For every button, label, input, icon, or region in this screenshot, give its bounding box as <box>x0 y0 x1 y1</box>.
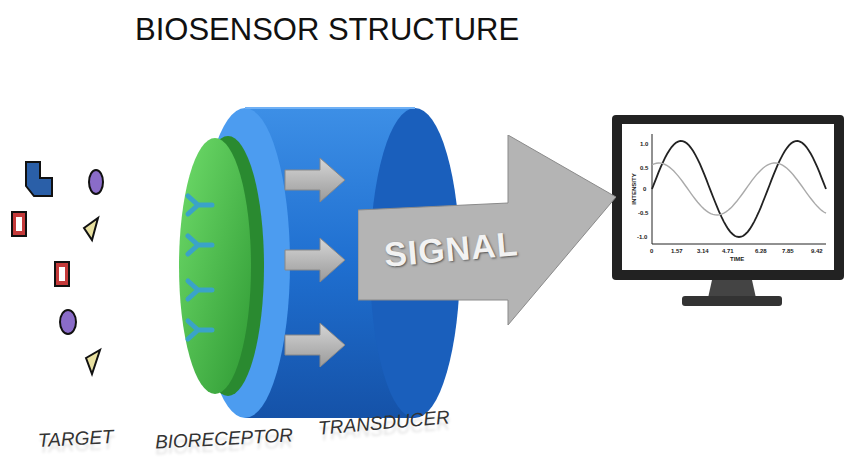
tick-label: 1.57 <box>671 248 683 254</box>
tick-label: 4.71 <box>722 248 734 254</box>
part-label: BIORECEPTOR <box>155 424 294 453</box>
tick-label: -0.5 <box>638 210 648 216</box>
tick-label: 0 <box>643 186 646 192</box>
tick-label: 1.0 <box>640 141 648 147</box>
tick-label: 7.85 <box>782 248 794 254</box>
tick-label: 3.14 <box>697 248 709 254</box>
axis-title: INTENSITY <box>631 173 637 204</box>
axis-title: TIME <box>730 256 744 262</box>
tick-label: 0.5 <box>640 165 648 171</box>
sine-curve <box>652 163 826 215</box>
signal-arrows <box>285 158 345 367</box>
tick-label: -1.0 <box>637 234 647 240</box>
diagram-title: BIOSENSOR STRUCTURE <box>135 12 519 48</box>
target-molecules <box>12 162 103 374</box>
bioreceptor-disc <box>179 136 264 396</box>
tick-label: 0 <box>650 248 653 254</box>
part-label: TARGET <box>37 426 114 452</box>
signal-arrow: SIGNAL <box>358 135 616 325</box>
sine-curve <box>652 141 826 237</box>
monitor <box>612 115 844 306</box>
tick-label: 9.42 <box>811 248 823 254</box>
receptor-symbols <box>188 196 212 339</box>
chart-axes <box>652 134 826 244</box>
tick-label: 6.28 <box>755 248 767 254</box>
